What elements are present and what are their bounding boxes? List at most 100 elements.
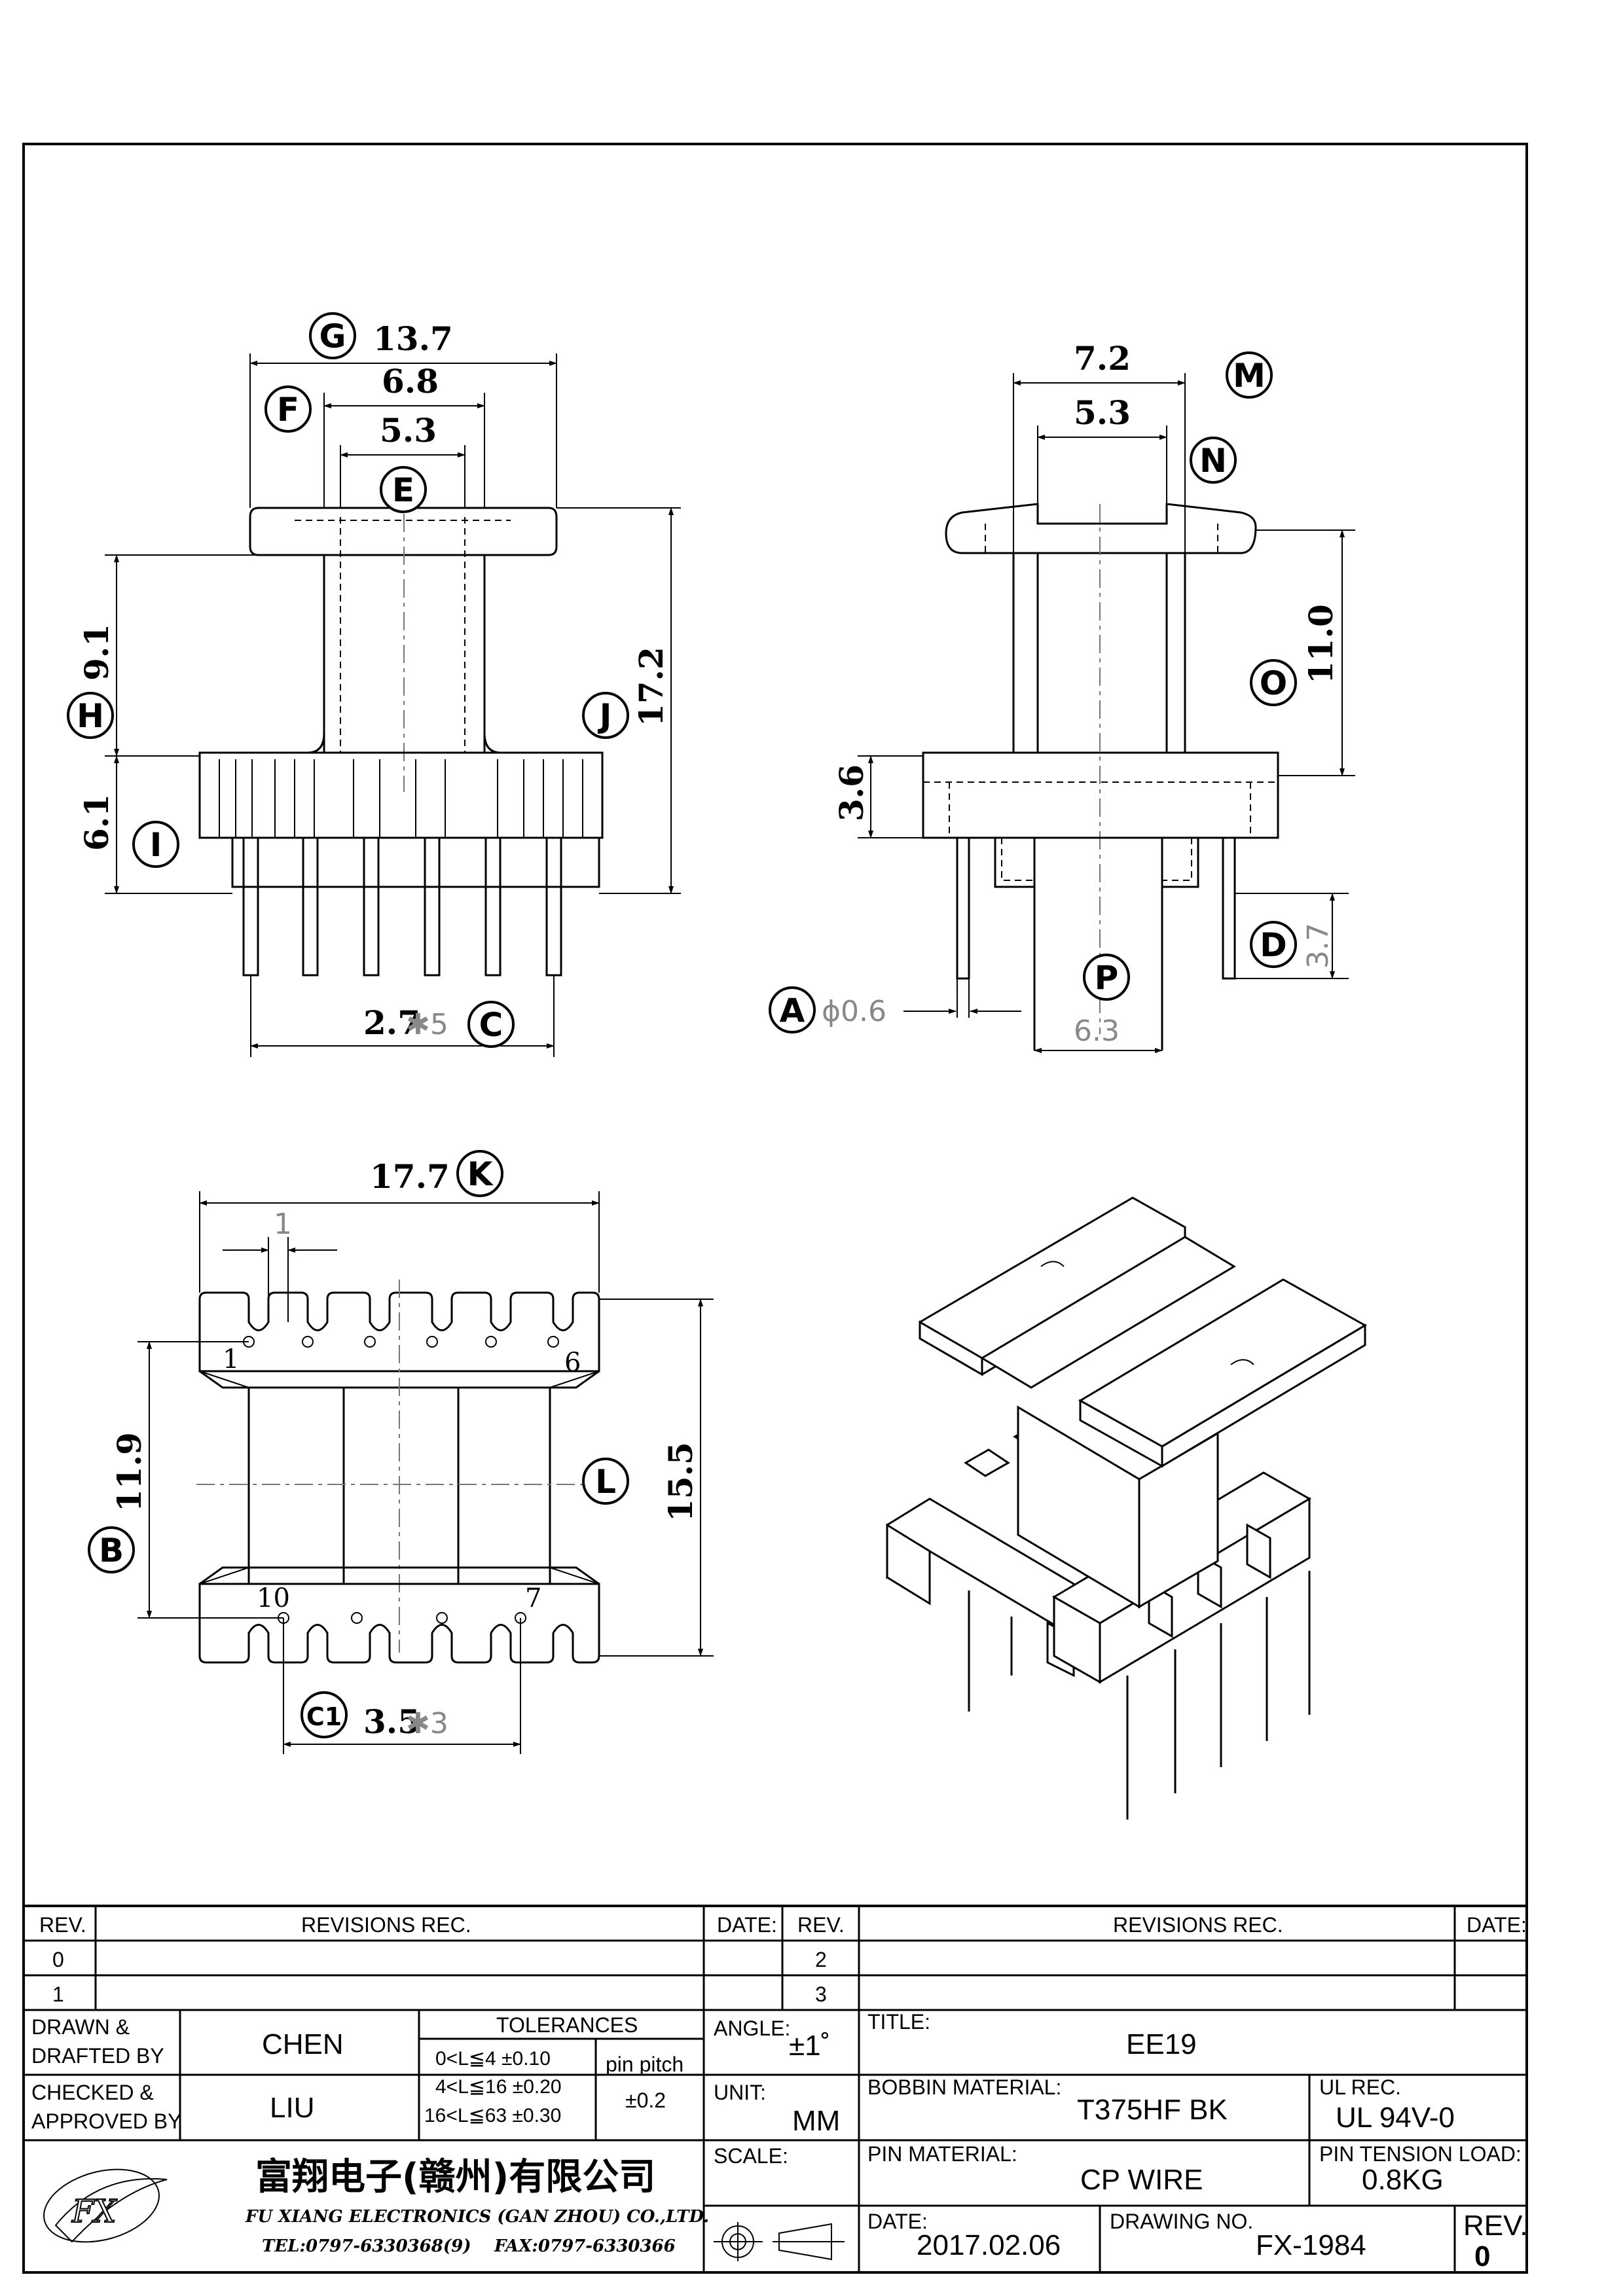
svg-text:C: C: [479, 1006, 503, 1044]
bubble-M: M: [1226, 351, 1273, 399]
scale-label: SCALE:: [714, 2144, 788, 2168]
angle-label: ANGLE:: [714, 2017, 790, 2040]
dim-A: ϕ0.6: [822, 995, 886, 1028]
tolerance-1: 0<L≦4 ±0.10: [435, 2048, 551, 2070]
bubble-D: D: [1250, 921, 1297, 968]
drawn-label-line2: DRAFTED BY: [31, 2044, 164, 2068]
dim-O: 11.0: [1302, 604, 1340, 684]
dim-G: 13.7: [373, 319, 453, 358]
drawing-no: FX-1984: [1256, 2229, 1366, 2261]
rev-header-right: REV.: [797, 1913, 845, 1937]
svg-text:B: B: [99, 1532, 124, 1570]
dim-M: 7.2: [1074, 339, 1131, 378]
bubble-G: G: [309, 312, 356, 359]
revisions-header-left: REVISIONS REC.: [301, 1913, 471, 1937]
rev-row-0: 0: [52, 1948, 64, 1971]
svg-text:A: A: [780, 992, 805, 1030]
ul-label: UL REC.: [1319, 2075, 1401, 2099]
date-header-right: DATE:: [1467, 1913, 1527, 1937]
pin-pitch-label: pin pitch: [606, 2053, 684, 2076]
pin-number-6: 6: [564, 1348, 581, 1378]
bottom-view: 1 6 10 7 17.7 1 11.9 15.5 3.5 ✱3: [110, 1157, 714, 1754]
tension-label: PIN TENSION LOAD:: [1319, 2142, 1522, 2166]
svg-text:D: D: [1260, 926, 1287, 964]
drawn-label: DRAWN & DRAFTED BY: [31, 2015, 164, 2068]
dim-L: 15.5: [661, 1442, 700, 1522]
dim-K: 17.7: [370, 1157, 450, 1196]
checked-label: CHECKED & APPROVED BY: [31, 2081, 181, 2133]
rev-header-left: REV.: [39, 1913, 86, 1937]
title: EE19: [1126, 2028, 1197, 2060]
svg-text:C1: C1: [306, 1702, 342, 1731]
dim-B: 11.9: [110, 1432, 149, 1512]
dim-J: 17.2: [632, 647, 670, 726]
isometric-view: [886, 1196, 1367, 1820]
angle: ±1˚: [789, 2030, 830, 2062]
svg-text:E: E: [392, 471, 414, 509]
ul: UL 94V-0: [1336, 2102, 1455, 2134]
svg-text:L: L: [595, 1463, 616, 1501]
svg-text:N: N: [1199, 442, 1227, 480]
dim-C1: 3.5: [363, 1702, 420, 1741]
bubble-O: O: [1250, 659, 1297, 706]
rev-row-1: 1: [52, 1982, 64, 2006]
bubble-I: I: [132, 821, 179, 868]
unit: MM: [792, 2105, 840, 2137]
bubble-L: L: [582, 1458, 629, 1505]
bubble-K: K: [456, 1150, 503, 1197]
dim-C-count: ✱5: [406, 1008, 448, 1041]
pin-pitch: ±0.2: [625, 2089, 666, 2112]
bubble-F: F: [264, 386, 312, 433]
pin-material: CP WIRE: [1080, 2164, 1203, 2196]
svg-text:F: F: [277, 391, 299, 429]
rev: 0: [1474, 2240, 1490, 2272]
bubble-A: A: [769, 986, 816, 1033]
pin-number-7: 7: [525, 1583, 541, 1613]
bobbin-label: BOBBIN MATERIAL:: [867, 2075, 1061, 2099]
side-view: 7.2 5.3 11.0 3.6 3.7 ϕ0.6 6.3: [822, 339, 1355, 1053]
dim-E: 5.3: [380, 411, 437, 450]
projection-symbol: [714, 2222, 845, 2261]
dim-D: 3.7: [1302, 923, 1335, 969]
unit-label: UNIT:: [714, 2081, 766, 2104]
company-tel: TEL:0797-6330368(9): [262, 2236, 471, 2256]
bubble-C1: C1: [301, 1691, 348, 1738]
checked-label-line1: CHECKED &: [31, 2081, 154, 2104]
bubble-P: P: [1083, 954, 1130, 1001]
svg-text:K: K: [467, 1155, 494, 1193]
dim-pin-width: 1: [274, 1208, 292, 1241]
bobbin-material: T375HF BK: [1077, 2094, 1228, 2126]
dim-H: 9.1: [77, 624, 116, 681]
date-label: DATE:: [867, 2210, 928, 2233]
checked-label-line2: APPROVED BY: [31, 2109, 181, 2133]
company-fax: FAX:0797-6330366: [494, 2236, 676, 2256]
dim-F: 6.8: [382, 362, 439, 401]
drawn-by: CHEN: [262, 2028, 344, 2060]
tolerance-3: 16<L≦63 ±0.30: [424, 2105, 561, 2126]
svg-text:FX: FX: [71, 2193, 117, 2230]
sheet-border: [22, 143, 1528, 2274]
title-label: TITLE:: [867, 2010, 930, 2034]
checked-by: LIU: [270, 2092, 314, 2124]
date: 2017.02.06: [917, 2229, 1061, 2261]
company-name-en: FU XIANG ELECTRONICS (GAN ZHOU) CO.,LTD.: [245, 2207, 709, 2227]
bubble-H: H: [67, 692, 114, 739]
dim-C: 2.7: [363, 1003, 420, 1042]
dim-C1-count: ✱3: [406, 1707, 448, 1740]
bubble-E: E: [380, 466, 427, 513]
pin-number-1: 1: [223, 1344, 239, 1374]
rev-label: REV.: [1463, 2210, 1528, 2242]
svg-text:O: O: [1260, 664, 1288, 702]
svg-text:G: G: [319, 317, 346, 355]
pin-tension: 0.8KG: [1362, 2164, 1444, 2196]
drawn-label-line1: DRAWN &: [31, 2015, 130, 2039]
title-block: REV. REVISIONS REC. DATE: REV. REVISIONS…: [22, 1905, 1528, 2274]
bubble-C: C: [467, 1001, 515, 1048]
dim-3-6: 3.6: [832, 764, 871, 821]
pin-material-label: PIN MATERIAL:: [867, 2142, 1017, 2166]
company-logo: FX: [43, 2168, 168, 2243]
svg-text:I: I: [150, 826, 162, 864]
bubble-B: B: [88, 1526, 135, 1573]
company-name-cn: 富翔电子(赣州)有限公司: [255, 2156, 655, 2198]
